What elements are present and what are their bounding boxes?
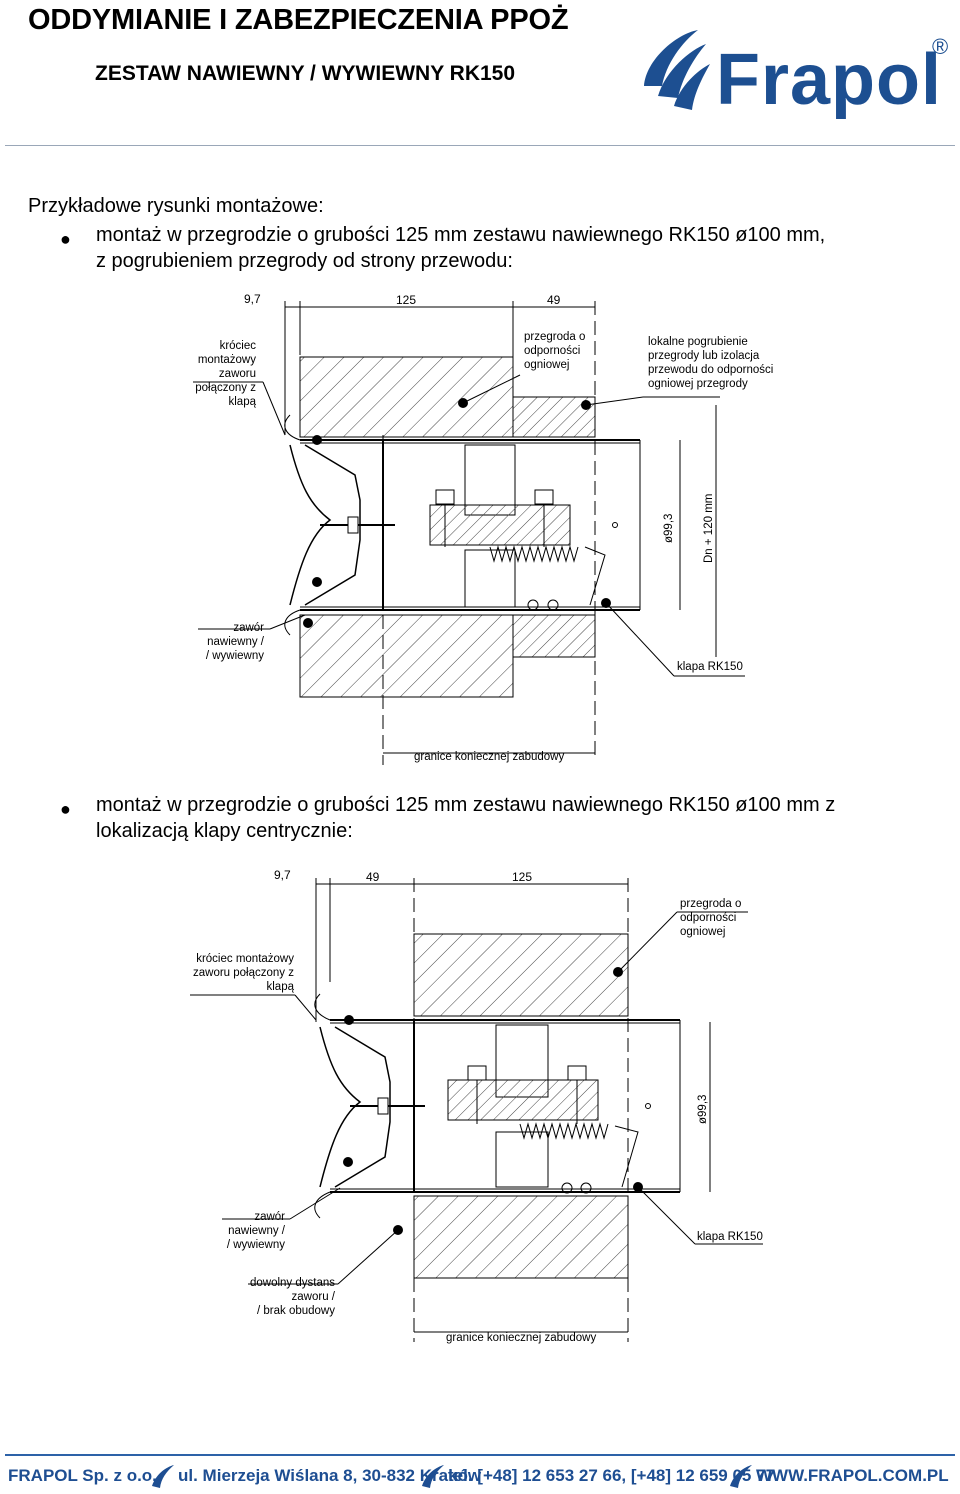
- damper-blade: [429, 504, 571, 546]
- drawing-label: przegroda o: [524, 331, 585, 343]
- drawing-label: ogniowej: [680, 926, 725, 938]
- footer-address: ul. Mierzeja Wiślana 8, 30-832 Kraków: [178, 1466, 482, 1485]
- registered-mark: ®: [932, 34, 948, 59]
- drawing-label: nawiewny /: [207, 636, 265, 648]
- dim-label: 9,7: [244, 292, 261, 306]
- drawing-label: ogniowej: [524, 359, 569, 371]
- bullet-line: montaż w przegrodzie o grubości 125 mm z…: [96, 794, 836, 816]
- drawing-label: przegroda o: [680, 898, 741, 910]
- drawing-label: przewodu do odporności: [648, 364, 773, 376]
- page-subtitle: ZESTAW NAWIEWNY / WYWIEWNY RK150: [95, 62, 516, 85]
- drawing-label: granice koniecznej zabudowy: [414, 751, 564, 763]
- drawing-label: ø99,3: [697, 1095, 709, 1124]
- frapol-swoosh-icon: [152, 1465, 174, 1488]
- page-title: ODDYMIANIE I ZABEZPIECZENIA PPOŻ: [28, 4, 569, 36]
- drawing-label: dowolny dystans: [250, 1277, 335, 1289]
- drawing-label: odporności: [524, 345, 580, 357]
- drawing-label: granice koniecznej zabudowy: [446, 1332, 596, 1344]
- drawing-label: klapa RK150: [697, 1231, 763, 1243]
- drawing-label: klapą: [267, 981, 295, 993]
- drawing-label: lokalne pogrubienie: [648, 336, 748, 348]
- bullet-line: lokalizacją klapy centrycznie:: [96, 820, 353, 842]
- wall-thickening-lower: [512, 614, 596, 658]
- footer-website-link[interactable]: WWW.FRAPOL.COM.PL: [756, 1466, 949, 1485]
- bullet-line: z pogrubieniem przegrody od strony przew…: [96, 250, 513, 272]
- drawing-label: nawiewny /: [228, 1225, 286, 1237]
- dim-label: 49: [547, 293, 561, 307]
- bullet-icon: ●: [60, 799, 71, 819]
- bullet-line: montaż w przegrodzie o grubości 125 mm z…: [96, 224, 826, 246]
- spring-icon: [489, 545, 606, 611]
- drawing-label: / wywiewny: [227, 1239, 285, 1251]
- drawing-label: połączony z: [195, 382, 256, 394]
- drawing-label: odporności: [680, 912, 736, 924]
- wall-upper: [413, 933, 629, 1017]
- drawing-label: Dn + 120 mm: [703, 494, 715, 563]
- header-divider: [5, 145, 955, 146]
- intro-text: Przykładowe rysunki montażowe:: [28, 195, 324, 217]
- drawing-label: / brak obudowy: [257, 1305, 335, 1317]
- spring-icon: [519, 1122, 639, 1194]
- bullet-icon: ●: [60, 229, 71, 249]
- drawing-label: króciec montażowy: [196, 953, 294, 965]
- drawing-label: zawór: [254, 1211, 285, 1223]
- frapol-swoosh-icon: [422, 1465, 444, 1488]
- drawing-label: / wywiewny: [206, 650, 264, 662]
- drawing-label: zaworu: [219, 368, 256, 380]
- drawing-label: ogniowej przegrody: [648, 378, 748, 390]
- damper-blade: [447, 1079, 599, 1121]
- frapol-logo: Frapol ®: [644, 30, 948, 120]
- drawing-label: ø99,3: [663, 514, 675, 543]
- drawing-label: przegrody lub izolacja: [648, 350, 760, 362]
- wall-lower: [299, 614, 514, 698]
- drawing-label: 125: [512, 870, 532, 884]
- drawing-label: klapa RK150: [677, 661, 743, 673]
- drawing-label: zaworu /: [292, 1291, 336, 1303]
- wall-lower: [413, 1195, 629, 1279]
- mounting-drawing-2: 9,7 49 125: [190, 868, 763, 1344]
- frapol-swoosh-icon: [644, 30, 710, 110]
- page-footer: FRAPOL Sp. z o.o. ul. Mierzeja Wiślana 8…: [0, 1460, 960, 1494]
- drawing-label: króciec: [220, 340, 257, 352]
- logo-text: Frapol: [716, 40, 942, 120]
- drawing-label: 49: [366, 870, 380, 884]
- drawing-label: montażowy: [198, 354, 256, 366]
- mounting-drawing-1: 9,7 125 49: [193, 292, 773, 765]
- footer-divider: [5, 1454, 955, 1456]
- drawing-label: 9,7: [274, 868, 291, 882]
- footer-company: FRAPOL Sp. z o.o.: [8, 1466, 157, 1485]
- dim-label: 125: [396, 293, 416, 307]
- frapol-swoosh-icon: [730, 1465, 752, 1488]
- drawing-label: klapą: [229, 396, 257, 408]
- drawing-label: zawór: [233, 622, 264, 634]
- drawing-label: zaworu połączony z: [193, 967, 294, 979]
- footer-phone: tel. [+48] 12 653 27 66, [+48] 12 659 05…: [448, 1466, 776, 1485]
- wall-upper: [299, 356, 514, 438]
